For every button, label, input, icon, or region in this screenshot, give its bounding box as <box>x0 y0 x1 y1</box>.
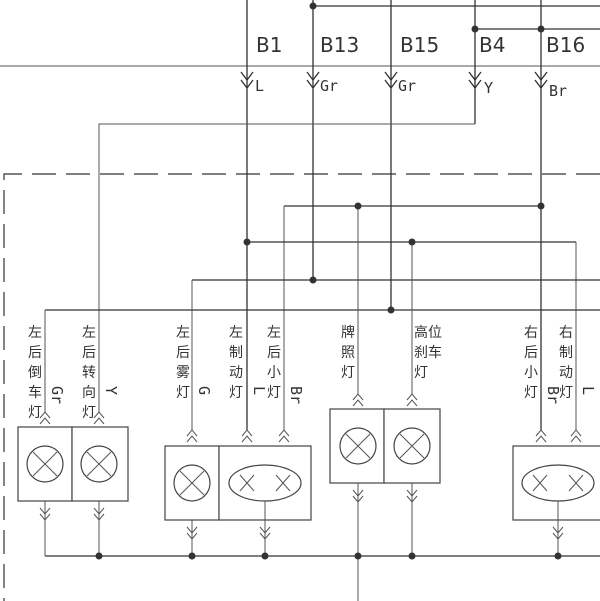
label-right-brake: 右 制 动 灯 <box>559 325 573 401</box>
label-right-tail: 右 后 小 灯 <box>524 325 538 401</box>
label-left-fog: 左 后 雾 灯 <box>176 325 190 401</box>
pin-label-b1: B1 <box>256 33 282 57</box>
wire-code-brake-right: L <box>579 386 597 395</box>
wire-code-brake-left: L <box>250 386 268 395</box>
ground-junction-dots <box>95 552 562 560</box>
svg-text:左: 左 <box>28 325 42 341</box>
rear-harness-boundary <box>3 173 600 601</box>
label-high-brake: 高位 刹车 灯 <box>414 324 442 381</box>
wire-code-b1: L <box>255 77 264 95</box>
wire-code-reverse: Gr <box>48 386 66 404</box>
svg-text:右: 右 <box>559 325 573 341</box>
pin-label-b4: B4 <box>479 33 505 57</box>
svg-text:小: 小 <box>267 365 281 381</box>
svg-text:后: 后 <box>267 345 281 361</box>
lamp-input-chevrons <box>39 393 582 443</box>
svg-text:转: 转 <box>82 365 96 381</box>
label-left-brake: 左 制 动 灯 <box>229 325 243 401</box>
svg-text:动: 动 <box>559 365 573 381</box>
dual-filament-bulb-icon <box>228 464 302 502</box>
svg-text:小: 小 <box>524 365 538 381</box>
bulb-icon <box>26 445 64 483</box>
wire-code-fog: G <box>195 386 213 395</box>
svg-text:灯: 灯 <box>559 385 573 401</box>
svg-text:灯: 灯 <box>524 385 538 401</box>
svg-text:刹车: 刹车 <box>414 344 442 361</box>
ground-drops <box>44 483 559 601</box>
svg-text:雾: 雾 <box>176 365 190 381</box>
svg-text:后: 后 <box>176 345 190 361</box>
wire-code-tail-left: Br <box>287 386 305 404</box>
pin-label-b13: B13 <box>320 33 359 57</box>
svg-text:倒: 倒 <box>28 365 42 381</box>
label-left-reverse: 左 后 倒 车 灯 <box>28 325 42 421</box>
svg-text:照: 照 <box>341 345 355 361</box>
svg-text:向: 向 <box>82 385 96 401</box>
svg-text:灯: 灯 <box>229 385 243 401</box>
svg-text:灯: 灯 <box>176 385 190 401</box>
svg-text:左: 左 <box>229 325 243 341</box>
pin-label-b15: B15 <box>400 33 439 57</box>
svg-text:灯: 灯 <box>267 385 281 401</box>
connector-chevrons <box>240 71 548 90</box>
svg-text:制: 制 <box>559 345 573 361</box>
wire-code-b13: Gr <box>320 77 338 95</box>
svg-text:动: 动 <box>229 365 243 381</box>
wire-code-b15: Gr <box>398 77 416 95</box>
svg-text:左: 左 <box>82 325 96 341</box>
svg-text:后: 后 <box>524 345 538 361</box>
wire-code-tail-right: Br <box>544 386 562 404</box>
label-plate: 牌 照 灯 <box>341 324 355 381</box>
svg-text:灯: 灯 <box>82 405 96 421</box>
bulb-icon <box>173 464 211 502</box>
pin-label-b16: B16 <box>546 33 585 57</box>
svg-text:后: 后 <box>82 345 96 361</box>
wire-code-b16: Br <box>549 82 567 100</box>
svg-text:灯: 灯 <box>414 365 428 381</box>
svg-text:高位: 高位 <box>414 324 442 341</box>
svg-text:灯: 灯 <box>341 365 355 381</box>
svg-text:灯: 灯 <box>28 405 42 421</box>
svg-text:牌: 牌 <box>341 324 355 341</box>
label-left-tail: 左 后 小 灯 <box>267 325 281 401</box>
junction-dots <box>243 202 545 314</box>
svg-text:车: 车 <box>28 384 42 401</box>
bulb-icon <box>80 445 118 483</box>
svg-text:右: 右 <box>524 325 538 341</box>
wire-code-b4: Y <box>484 79 493 97</box>
wire-code-turn: Y <box>102 386 120 395</box>
svg-text:左: 左 <box>176 325 190 341</box>
bulb-icon <box>393 427 431 465</box>
svg-text:左: 左 <box>267 325 281 341</box>
label-left-turn: 左 后 转 向 灯 <box>82 325 96 421</box>
svg-text:后: 后 <box>28 345 42 361</box>
bulb-icon <box>339 427 377 465</box>
dual-filament-bulb-icon <box>521 464 595 502</box>
svg-text:制: 制 <box>229 345 243 361</box>
wire-turn-signal <box>98 123 475 412</box>
